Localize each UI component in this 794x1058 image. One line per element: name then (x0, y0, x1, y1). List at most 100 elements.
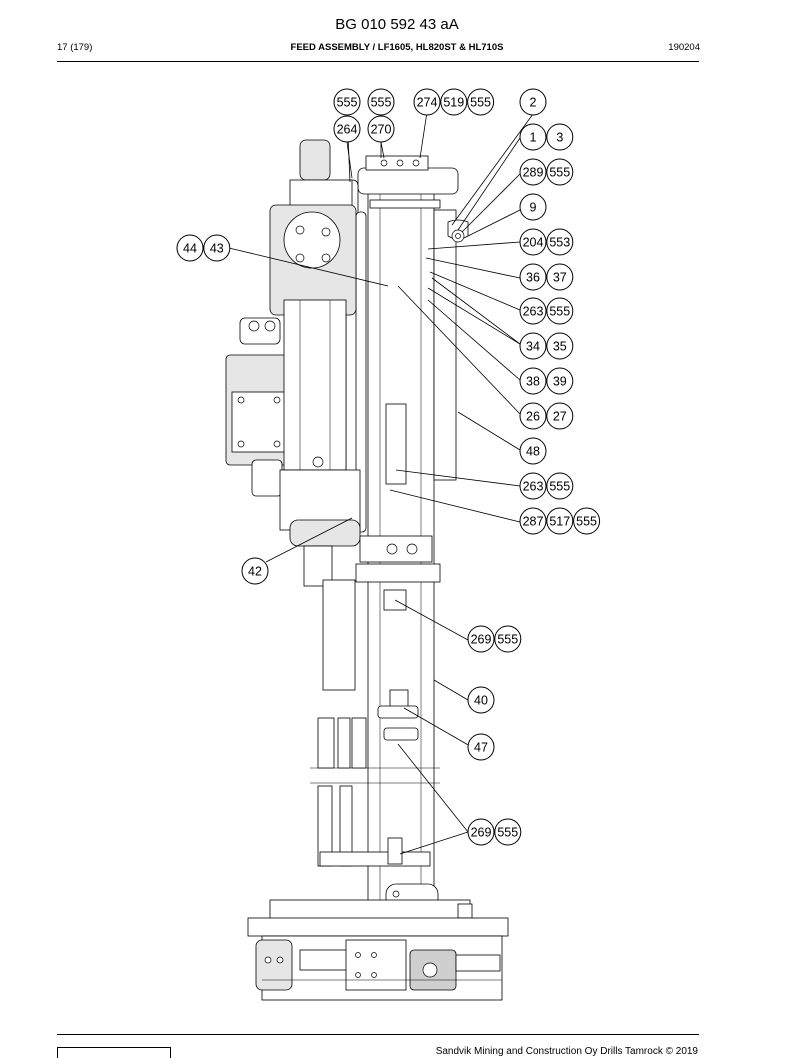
callout-balloon: 43 (203, 234, 231, 262)
callout-number: 204 (523, 236, 544, 250)
callout-balloon: 555 (367, 88, 395, 116)
callout-balloon: 39 (546, 367, 574, 395)
page-number: 17 (179) (57, 42, 93, 53)
callout-balloon: 204 (519, 228, 547, 256)
callout-number: 2 (530, 96, 537, 110)
callout-number: 555 (549, 305, 570, 319)
callout-balloon: 35 (546, 332, 574, 360)
callout-number: 263 (523, 480, 544, 494)
callout-balloon: 555 (546, 472, 574, 500)
hose-guide (369, 199, 441, 209)
callout-leader-lines (228, 111, 534, 855)
callout-balloon: 26 (519, 402, 547, 430)
callout-number: 264 (337, 123, 358, 137)
callout-balloon: 274 (413, 88, 441, 116)
callout-number: 553 (549, 236, 570, 250)
rod-gripper (255, 939, 293, 991)
support-crossbar (355, 563, 441, 583)
callout-number: 42 (248, 565, 262, 579)
feed-cylinder-lower (322, 579, 356, 691)
callout-balloon: 9 (519, 193, 547, 221)
callout-number: 39 (553, 375, 567, 389)
callout-balloon: 555 (546, 158, 574, 186)
callout-balloon: 27 (546, 402, 574, 430)
cable-clamp-plate (385, 403, 407, 485)
callout-number: 555 (549, 166, 570, 180)
callout-number: 26 (526, 410, 540, 424)
top-end-bracket (357, 167, 459, 195)
callout-number: 269 (471, 826, 492, 840)
callout-balloon: 263 (519, 472, 547, 500)
callout-balloon: 264 (333, 115, 361, 143)
callout-balloon: 48 (519, 437, 547, 465)
callout-balloon: 287 (519, 507, 547, 535)
callout-balloon: 269 (467, 818, 495, 846)
callout-balloon: 555 (573, 507, 601, 535)
callout-number: 555 (337, 96, 358, 110)
callout-number: 555 (470, 96, 491, 110)
callout-number: 34 (526, 340, 540, 354)
callout-number: 517 (549, 515, 570, 529)
callout-balloon: 270 (367, 115, 395, 143)
document-number: BG 010 592 43 aA (335, 16, 459, 33)
callout-balloon: 44 (176, 234, 204, 262)
revision-date: 190204 (668, 42, 700, 53)
feed-side-rail (433, 209, 457, 481)
callout-number: 3 (556, 131, 563, 145)
cradle-foot (289, 519, 361, 547)
callout-balloon: 40 (467, 686, 495, 714)
callout-number: 555 (497, 633, 518, 647)
hose-holder (377, 705, 419, 719)
callout-balloon: 553 (546, 228, 574, 256)
callout-balloon: 519 (440, 88, 468, 116)
callout-balloon: 38 (519, 367, 547, 395)
callout-number: 48 (526, 445, 540, 459)
footer-copyright: Sandvik Mining and Construction Oy Drill… (435, 1046, 698, 1057)
callout-number: 27 (553, 410, 567, 424)
callout-number: 40 (474, 694, 488, 708)
lower-crossbar (319, 851, 431, 867)
drill-top-cap (299, 139, 331, 181)
callout-number: 263 (523, 305, 544, 319)
jaw-block (345, 939, 407, 991)
callout-balloon: 555 (467, 88, 495, 116)
side-coupling (251, 459, 283, 497)
callout-balloon: 263 (519, 297, 547, 325)
callout-balloon: 3 (546, 123, 574, 151)
callout-number: 37 (553, 271, 567, 285)
callout-number: 44 (183, 242, 197, 256)
feed-assembly-illustration (225, 139, 509, 1001)
header-rule (57, 61, 699, 62)
callout-balloon: 42 (241, 557, 269, 585)
callout-number: 38 (526, 375, 540, 389)
callout-balloon: 1 (519, 123, 547, 151)
callout-balloon: 555 (333, 88, 361, 116)
callout-number: 274 (417, 96, 438, 110)
footer-rule (57, 1034, 699, 1035)
callout-number: 555 (576, 515, 597, 529)
callout-number: 9 (530, 201, 537, 215)
page-title: FEED ASSEMBLY / LF1605, HL820ST & HL710S (290, 42, 504, 53)
shank-adapter (303, 545, 333, 587)
callout-balloon: 36 (519, 263, 547, 291)
callout-number: 270 (371, 123, 392, 137)
callout-number: 35 (553, 340, 567, 354)
callout-balloon: 269 (467, 625, 495, 653)
drill-body (283, 299, 347, 471)
callout-balloon: 34 (519, 332, 547, 360)
callout-number: 36 (526, 271, 540, 285)
rod-support-plate (247, 917, 509, 937)
callout-balloon: 555 (546, 297, 574, 325)
callout-balloon: 2 (519, 88, 547, 116)
callout-number: 555 (371, 96, 392, 110)
callout-number: 1 (530, 131, 537, 145)
callout-balloon: 289 (519, 158, 547, 186)
callout-number: 269 (471, 633, 492, 647)
hydraulic-fitting-block (239, 317, 281, 345)
callout-balloon: 555 (494, 625, 522, 653)
callout-balloon: 47 (467, 733, 495, 761)
front-plate (269, 899, 471, 921)
callout-balloon: 37 (546, 263, 574, 291)
